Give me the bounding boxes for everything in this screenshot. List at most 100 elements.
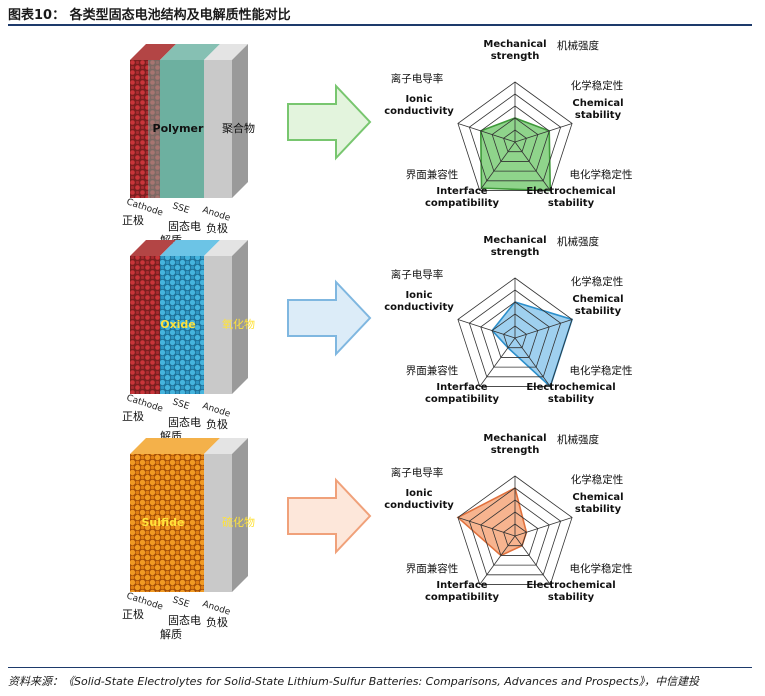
axis-label-mechanical-2: strength: [491, 247, 540, 258]
radar-grid-ring: [468, 289, 562, 378]
title-rule: [8, 24, 752, 26]
electrolyte-name-en: Oxide: [160, 318, 196, 331]
sse-label: SSE: [171, 595, 191, 610]
radar-spoke: [514, 141, 551, 191]
sse-layer-top: [130, 438, 220, 454]
axis-label-electrochemical-1: Electrochemical: [526, 580, 615, 591]
sse-label-cn: 固态电: [168, 220, 201, 233]
radar-grid-ring: [457, 277, 573, 387]
cathode-layer: [130, 256, 160, 394]
anode-layer-top: [204, 44, 248, 60]
anode-layer-top: [204, 438, 248, 454]
radar-grid-ring: [491, 511, 539, 556]
axis-label-chemical-1: Chemical: [572, 492, 623, 503]
axis-label-interface-2: compatibility: [425, 592, 500, 603]
radar-grid-ring: [457, 81, 573, 191]
radar-spoke: [479, 141, 516, 191]
axis-label-mechanical-2: strength: [491, 51, 540, 62]
sse-layer-top: [160, 240, 220, 256]
axis-label-chemical-2: stability: [575, 504, 622, 515]
source-note: 资料来源：《Solid-State Electrolytes for Solid…: [8, 675, 700, 688]
axis-label-interface-1: Interface: [436, 580, 487, 591]
axis-label-ionic-2: conductivity: [384, 302, 454, 313]
radar-spoke: [514, 535, 551, 585]
radar-grid-ring: [468, 487, 562, 576]
anode-layer-side: [232, 438, 248, 592]
arrow-icon: [287, 279, 372, 357]
axis-label-chemical-cn: 化学稳定性: [571, 473, 624, 486]
radar-spoke: [457, 517, 516, 537]
polymer-overlay: [148, 60, 204, 198]
source-rule: [8, 667, 752, 668]
electrolyte-name-en: Polymer: [153, 122, 204, 135]
figure-title: 图表10： 各类型固态电池结构及电解质性能对比: [8, 8, 291, 23]
axis-label-ionic-2: conductivity: [384, 500, 454, 511]
sse-label-cn: 固态电: [168, 614, 201, 627]
cathode-label-cn: 正极: [122, 409, 144, 423]
axis-label-electrochemical-2: stability: [548, 394, 595, 405]
radar-grid-ring: [503, 129, 527, 153]
anode-layer-side: [232, 44, 248, 198]
sse-layer: [160, 60, 204, 198]
axis-label-electrochemical-cn: 电化学稳定性: [570, 168, 633, 181]
axis-label-ionic-2: conductivity: [384, 106, 454, 117]
radar-spoke: [514, 123, 573, 143]
electrolyte-name-cn: 硫化物: [222, 515, 255, 529]
anode-layer: [204, 256, 232, 394]
axis-label-electrochemical-2: stability: [548, 198, 595, 209]
axis-label-chemical-cn: 化学稳定性: [571, 275, 624, 288]
radar-chart: Mechanicalstrength机械强度Chemicalstability化…: [384, 235, 632, 405]
sse-layer: [130, 454, 204, 592]
radar-spoke: [457, 319, 516, 339]
axis-label-ionic-cn: 离子电导率: [391, 466, 444, 479]
electrolyte-name-cn: 氧化物: [222, 317, 255, 331]
axis-label-mechanical-2: strength: [491, 445, 540, 456]
axis-label-electrochemical-cn: 电化学稳定性: [570, 562, 633, 575]
anode-layer: [204, 454, 232, 592]
cathode-layer-top: [130, 44, 176, 60]
electrolyte-name-cn: 聚合物: [222, 121, 255, 135]
sse-label-cn-2: 解质: [160, 627, 182, 641]
anode-label-cn: 负极: [206, 221, 228, 235]
anode-layer-top: [204, 240, 248, 256]
cathode-layer: [130, 60, 160, 198]
anode-label-cn: 负极: [206, 417, 228, 431]
axis-label-interface-2: compatibility: [425, 394, 500, 405]
anode-layer-side: [232, 240, 248, 394]
sse-label: SSE: [171, 397, 191, 412]
axis-label-chemical-1: Chemical: [572, 98, 623, 109]
anode-label-cn: 负极: [206, 615, 228, 629]
radar-grid-ring: [480, 105, 550, 172]
axis-label-interface-cn: 界面兼容性: [406, 168, 459, 181]
axis-label-interface-1: Interface: [436, 186, 487, 197]
radar-spoke: [514, 517, 573, 537]
axis-label-chemical-2: stability: [575, 110, 622, 121]
axis-label-ionic-cn: 离子电导率: [391, 268, 444, 281]
axis-label-interface-2: compatibility: [425, 198, 500, 209]
sse-label-cn: 固态电: [168, 416, 201, 429]
radar-spoke: [479, 337, 516, 387]
axis-label-ionic-1: Ionic: [405, 94, 432, 105]
axis-label-electrochemical-1: Electrochemical: [526, 382, 615, 393]
axis-label-mechanical-cn: 机械强度: [557, 235, 599, 248]
cathode-label-cn: 正极: [122, 213, 144, 227]
axis-label-mechanical-cn: 机械强度: [557, 433, 599, 446]
electrolyte-name-en: Sulfide: [141, 516, 184, 529]
arrow-icon: [287, 83, 372, 161]
radar-grid-ring: [503, 523, 527, 547]
axis-label-electrochemical-1: Electrochemical: [526, 186, 615, 197]
radar-spoke: [514, 319, 573, 339]
axis-label-ionic-1: Ionic: [405, 290, 432, 301]
radar-data-area: [479, 117, 552, 192]
axis-label-mechanical-1: Mechanical: [483, 235, 546, 246]
axis-label-ionic-cn: 离子电导率: [391, 72, 444, 85]
axis-label-interface-cn: 界面兼容性: [406, 364, 459, 377]
radar-grid-ring: [480, 499, 550, 566]
axis-label-ionic-1: Ionic: [405, 488, 432, 499]
sse-layer: [160, 256, 204, 394]
radar-chart: Mechanicalstrength机械强度Chemicalstability化…: [384, 39, 632, 209]
axis-label-interface-1: Interface: [436, 382, 487, 393]
sse-layer-top: [160, 44, 220, 60]
